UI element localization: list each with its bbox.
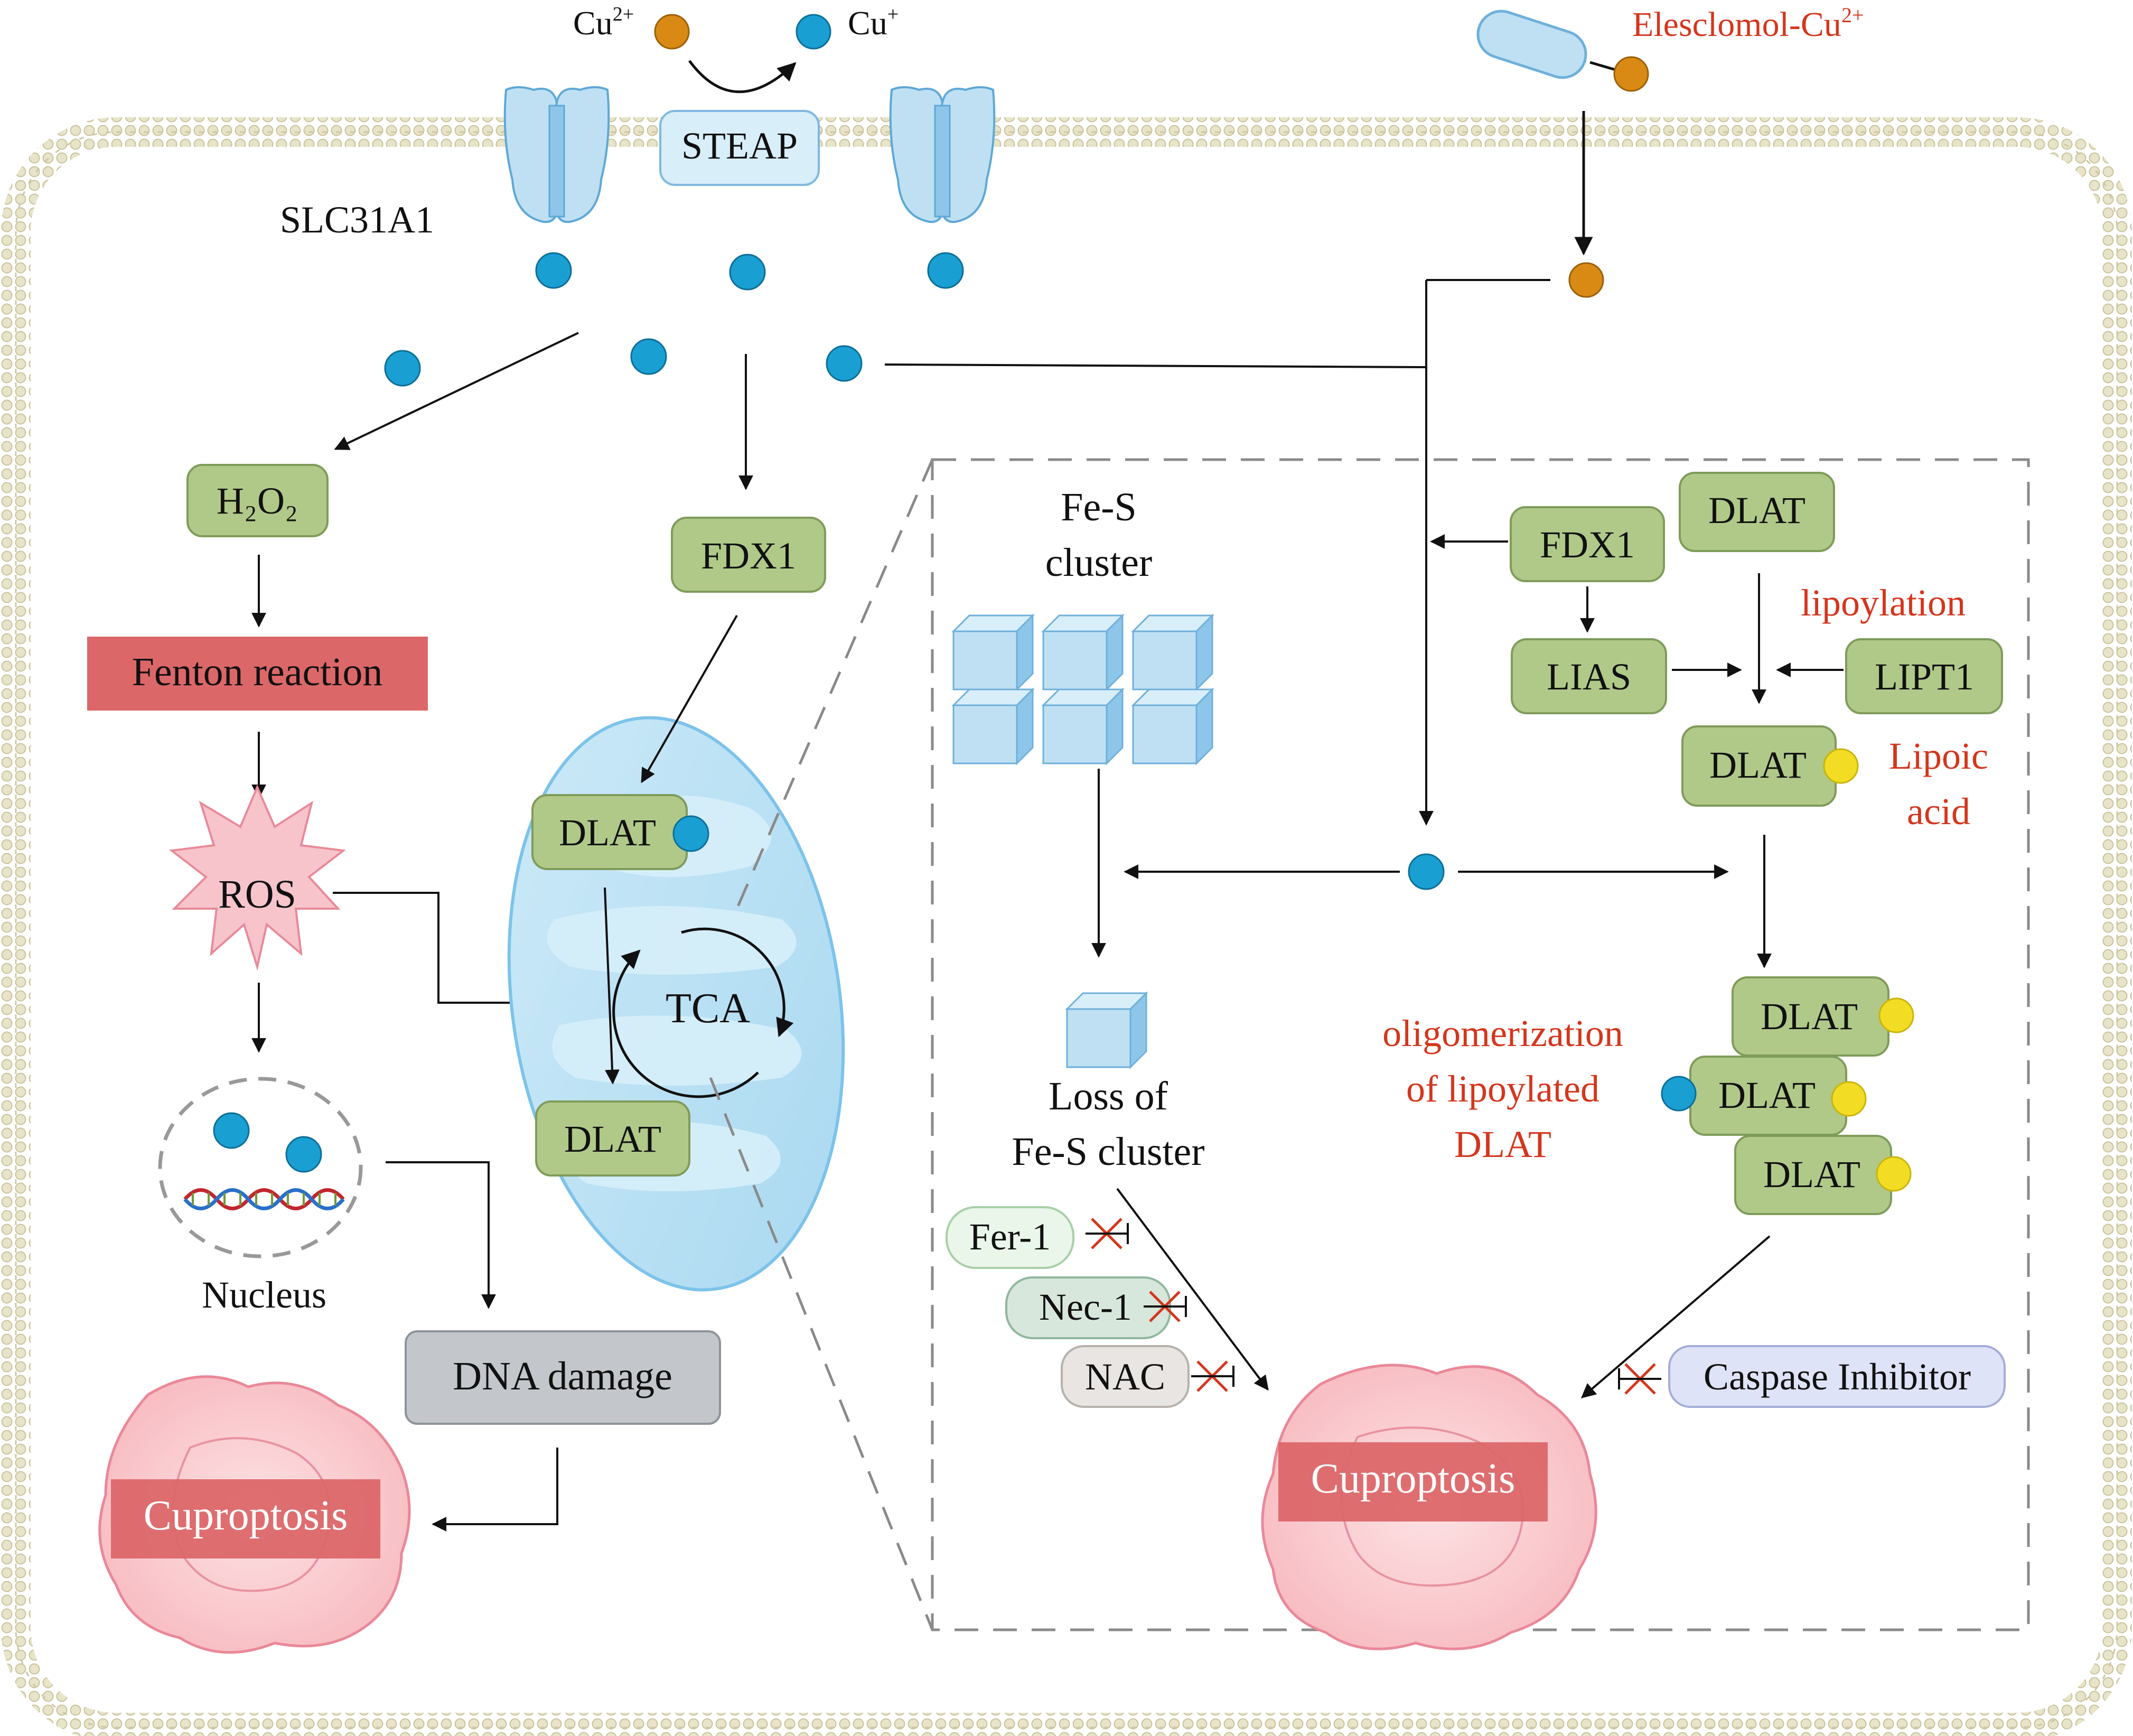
fdx1-mito-label: FDX1 xyxy=(701,535,796,577)
reduction-arrow xyxy=(688,60,797,94)
elesclomol-cu-ion xyxy=(1613,56,1649,92)
nec1-label: Nec-1 xyxy=(1039,1286,1132,1328)
zoom-line-top xyxy=(735,459,934,909)
fer1-label: Fer-1 xyxy=(969,1216,1051,1258)
dlat-panel-top-label: DLAT xyxy=(1708,489,1805,531)
nucleus-label: Nucleus xyxy=(202,1274,326,1316)
nucleus xyxy=(158,1077,363,1258)
inhibition-cross-icon xyxy=(1086,1218,1129,1249)
fdx1-box-panel: FDX1 xyxy=(1510,506,1665,582)
fes-title-1: Fe-S xyxy=(1061,485,1137,529)
elesclomol-label: Elesclomol-Cu2+ xyxy=(1632,3,1864,44)
dlat-box-mito-top: DLAT xyxy=(531,794,709,870)
fe-s-cube-icon xyxy=(1041,613,1125,692)
tca-label: TCA xyxy=(666,985,750,1032)
steap-label: STEAP xyxy=(681,125,798,167)
nucleus-icon xyxy=(158,1077,363,1258)
nec1-pill: Nec-1 xyxy=(1005,1276,1171,1339)
dlat-lipoic-label: DLAT xyxy=(1709,744,1807,786)
cu-to-h2o2-arrow xyxy=(334,332,579,450)
caspase-label: Caspase Inhibitor xyxy=(1704,1356,1971,1398)
dlat-oligomer: DLAT DLAT DLAT xyxy=(1661,976,1914,1215)
dlat-to-dlat-arrow xyxy=(604,887,620,1085)
nac-pill: NAC xyxy=(1061,1345,1190,1408)
loss-label-1: Loss of xyxy=(1049,1074,1168,1118)
zoom-panel xyxy=(931,458,2030,1631)
oligo-label-3: DLAT xyxy=(1454,1123,1551,1165)
dlat-box-mito-bottom: DLAT xyxy=(535,1100,690,1177)
dna-helix-icon xyxy=(183,1188,345,1210)
oligomer-to-cuproptosis-arrow xyxy=(1580,1235,1771,1398)
ros-label: ROS xyxy=(218,872,296,917)
tca-cycle: TCA xyxy=(612,927,794,1098)
cuproptosis-right-label: Cuproptosis xyxy=(1311,1455,1515,1502)
fe-s-cube-grid xyxy=(951,613,1214,766)
dna-damage-box: DNA damage xyxy=(405,1330,721,1425)
oligo-label-2: of lipoylated xyxy=(1406,1068,1599,1110)
lipoylation-label: lipoylation xyxy=(1801,582,1966,624)
nucleus-to-dna-damage-arrow xyxy=(386,1161,496,1309)
dlat-mito-bottom-label: DLAT xyxy=(564,1118,661,1160)
loss-label-2: Fe-S cluster xyxy=(1012,1130,1204,1174)
h2o2-box: H₂O₂ xyxy=(186,464,329,537)
fe-s-cube-icon xyxy=(1131,613,1214,692)
dying-cell-left: Cuproptosis xyxy=(98,1375,411,1654)
fdx1-box-mito: FDX1 xyxy=(671,517,826,593)
cu1-ion-label: Cu+ xyxy=(796,3,899,50)
fdx1-to-dlat-arrow xyxy=(641,615,738,783)
nac-label: NAC xyxy=(1085,1356,1165,1398)
fenton-reaction-box: Fenton reaction xyxy=(87,637,428,711)
fes-title-2: cluster xyxy=(1045,540,1153,585)
fenton-label: Fenton reaction xyxy=(132,650,383,694)
caspase-inhibitor-pill: Caspase Inhibitor xyxy=(1668,1345,2006,1408)
slc31a1-label: SLC31A1 xyxy=(280,199,434,241)
intracellular-cu2-ion xyxy=(1568,262,1604,298)
cu2-ion xyxy=(654,14,690,50)
dlat-lipoic-box: DLAT xyxy=(1681,725,1859,807)
dlat-oligo-1: DLAT xyxy=(1761,995,1858,1038)
fer1-pill: Fer-1 xyxy=(946,1206,1074,1269)
cu2-text: Cu2+ xyxy=(573,3,634,42)
steap-box: STEAP xyxy=(659,110,820,186)
inhibition-cross-icon xyxy=(1618,1363,1661,1395)
lipoic-label-2: acid xyxy=(1907,790,1970,833)
h2o2-label: H₂O₂ xyxy=(217,480,298,522)
ros-starburst: ROS xyxy=(169,784,347,971)
cu2-ion-label: Cu2+ xyxy=(573,3,690,50)
dlat-oligo-2: DLAT xyxy=(1718,1074,1816,1116)
fdx1-panel-label: FDX1 xyxy=(1540,524,1635,566)
cell-membrane xyxy=(1,117,2132,1736)
dna-damage-label: DNA damage xyxy=(453,1354,672,1398)
cuproptosis-left-label: Cuproptosis xyxy=(144,1492,348,1539)
oligo-label-1: oligomerization xyxy=(1382,1012,1623,1054)
fe-s-cube-icon xyxy=(1065,991,1148,1069)
dlat-oligo-3: DLAT xyxy=(1763,1153,1860,1196)
cu1-ion xyxy=(796,14,831,50)
lipt1-box: LIPT1 xyxy=(1845,638,2003,714)
dlat-box-panel-top: DLAT xyxy=(1679,472,1835,552)
fe-s-cube-icon xyxy=(1131,687,1214,766)
fe-s-cube-icon xyxy=(1041,687,1125,766)
slc31a1-transporter-right xyxy=(889,86,996,223)
dlat-mito-top-label: DLAT xyxy=(559,811,656,854)
dying-cell-right: Cuproptosis xyxy=(1261,1364,1597,1650)
slc31a1-transporter-left xyxy=(503,86,610,223)
fe-s-cube-icon xyxy=(951,613,1035,692)
fe-s-cube-icon xyxy=(951,687,1035,766)
intracellular-cu-ions xyxy=(384,252,964,387)
lipoic-label-1: Lipoic xyxy=(1889,735,1988,777)
panel-cu-ion xyxy=(1408,853,1445,890)
lias-label: LIAS xyxy=(1547,656,1631,698)
lias-box: LIAS xyxy=(1511,638,1667,714)
lipt1-label: LIPT1 xyxy=(1875,656,1974,698)
dna-damage-to-cuproptosis-arrow xyxy=(432,1448,558,1532)
zoom-line-bottom xyxy=(709,1077,934,1630)
starburst-icon xyxy=(169,784,347,971)
cu1-text: Cu+ xyxy=(848,3,899,42)
inhibition-cross-icon xyxy=(1191,1360,1234,1392)
elesclomol-cu-complex: Elesclomol-Cu2+ xyxy=(1476,3,1864,92)
inhibition-cross-icon xyxy=(1144,1291,1187,1322)
loss-to-cuproptosis-arrow xyxy=(1116,1188,1269,1391)
